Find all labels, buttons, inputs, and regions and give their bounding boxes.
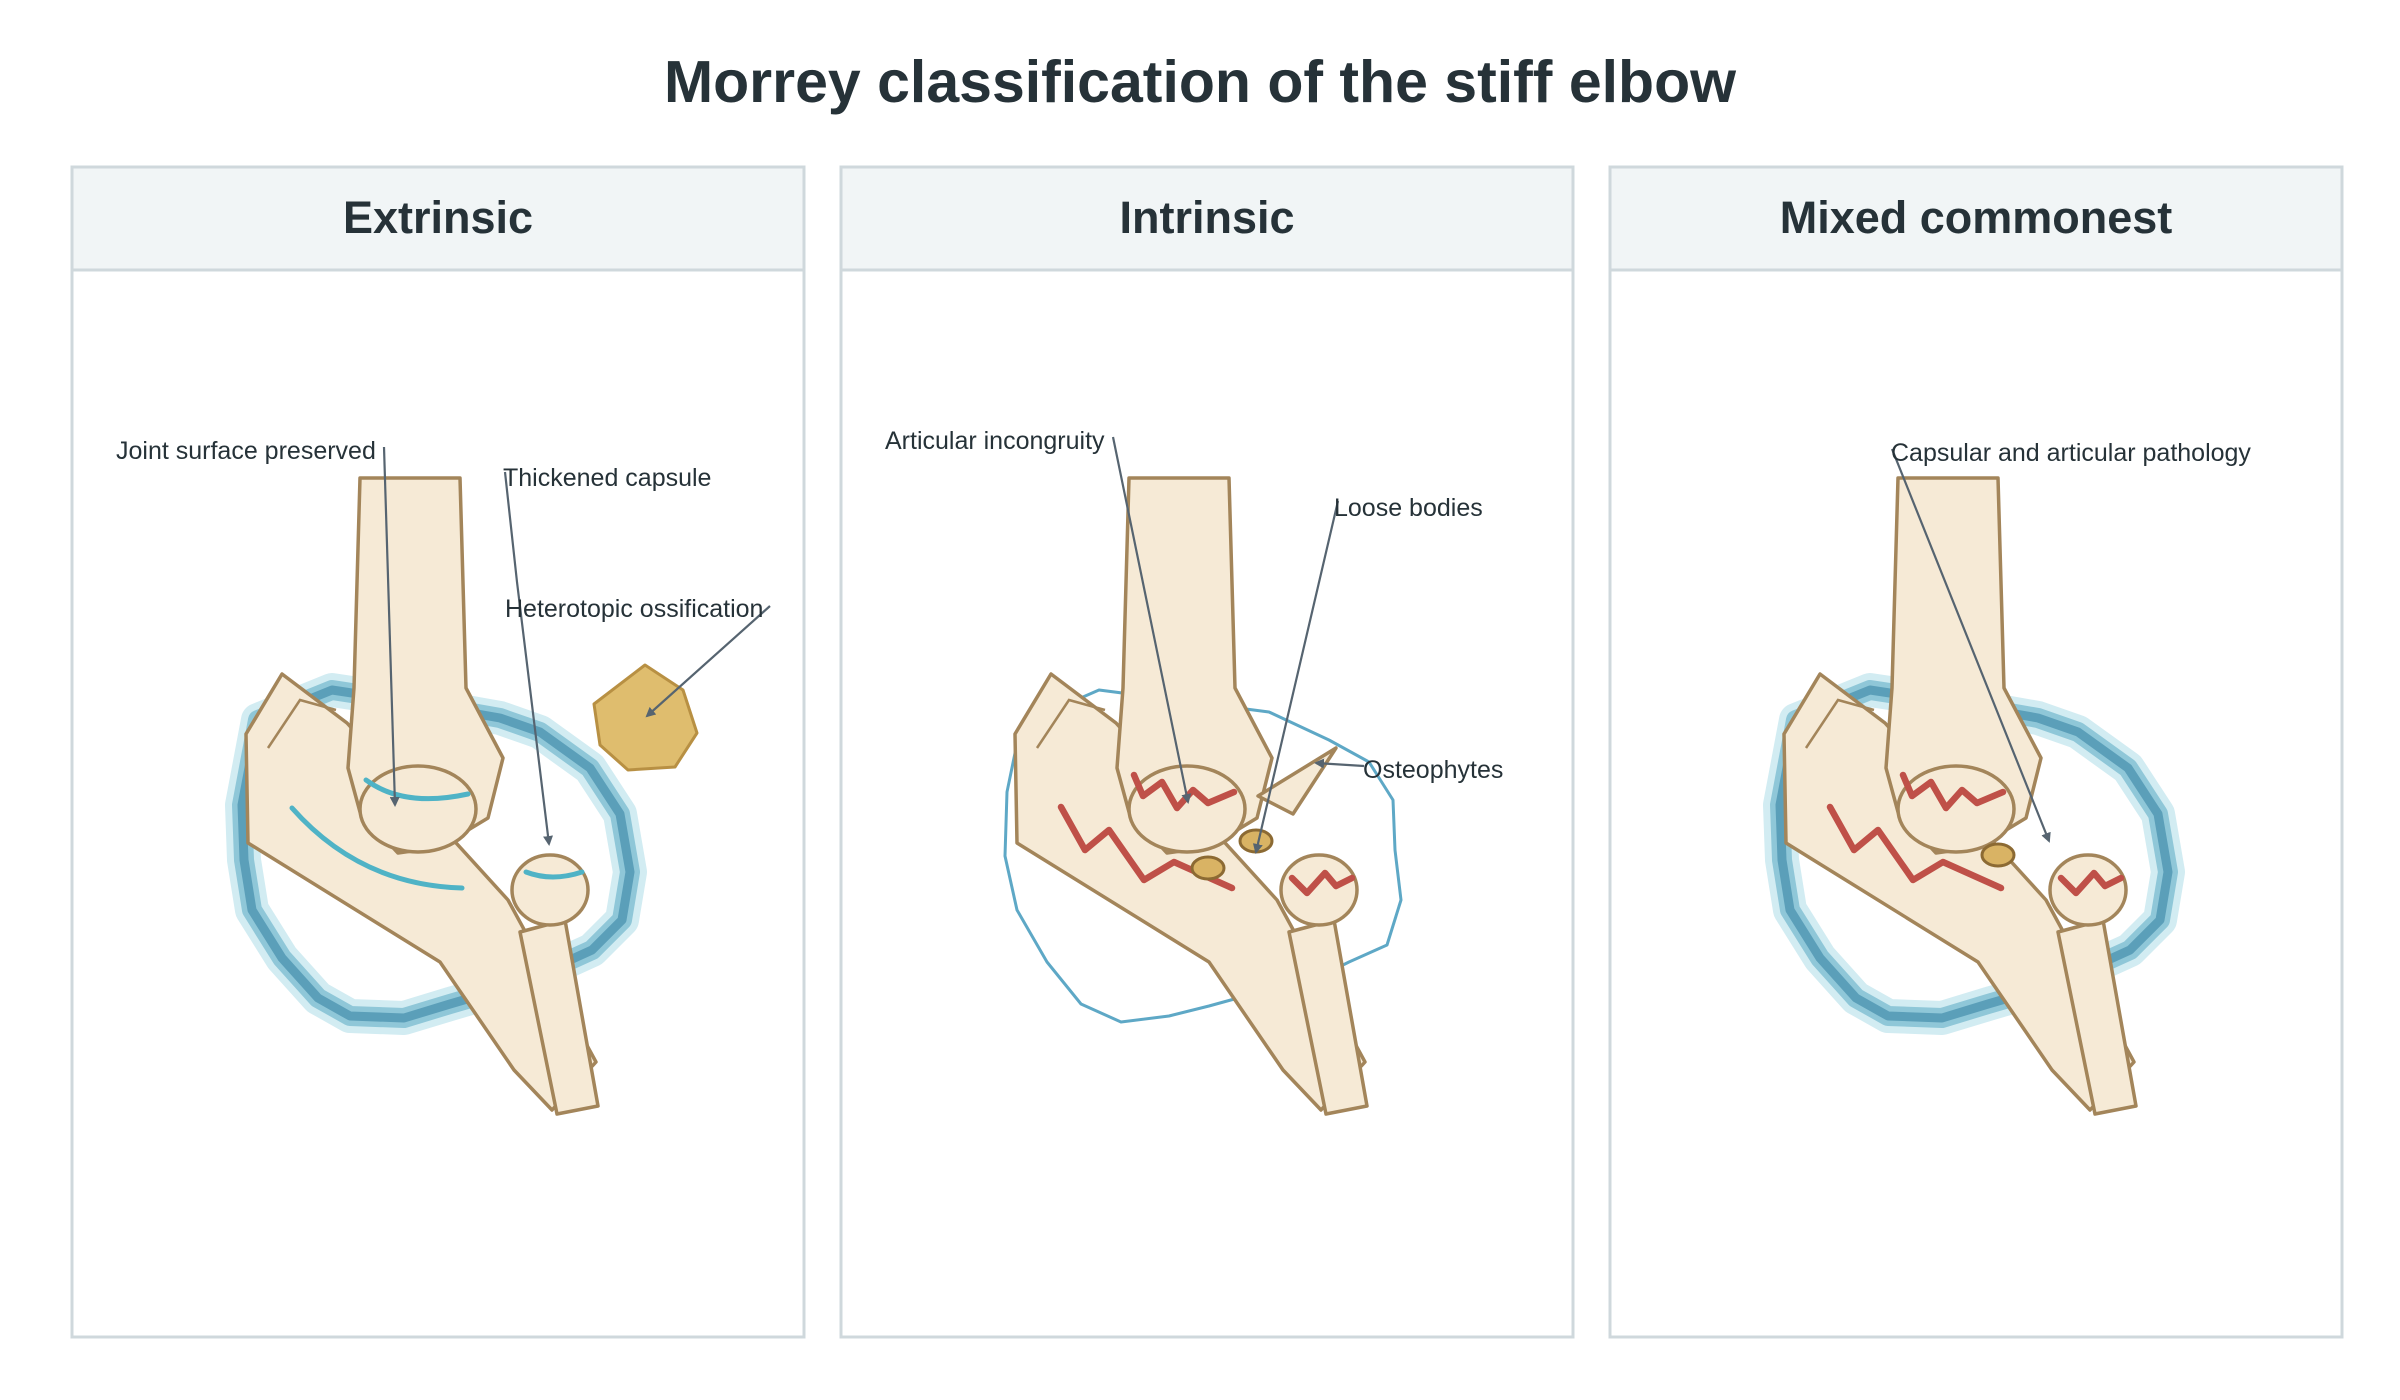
ulnar-articular-damage: [1057, 803, 1236, 892]
radial-head-cartilage: [523, 869, 585, 880]
panel-header: [1608, 165, 2344, 272]
trochlea-cartilage: [363, 777, 471, 802]
leader-incongruity: [1111, 436, 1192, 804]
label-loose-bodies: Loose bodies: [1334, 494, 1483, 522]
heterotopic-ossification: [592, 663, 699, 772]
radial-head-damage: [1288, 869, 1356, 897]
loose-body-2: [1190, 855, 1226, 881]
label-joint-surface: Joint surface preserved: [116, 437, 376, 465]
panel-extrinsic: Extrinsic Joint surface preserved Thicke…: [70, 165, 806, 1339]
label-heterotopic-ossification: Heterotopic ossification: [505, 595, 763, 623]
panel-title: Extrinsic: [343, 192, 533, 243]
label-thickened-capsule: Thickened capsule: [503, 464, 711, 492]
loose-body: [1980, 842, 2016, 868]
panel-header: [839, 165, 1575, 272]
ulna-cartilage: [289, 805, 465, 891]
leader-loose-bodies: [1252, 500, 1340, 854]
panel-mixed: Mixed commonest Capsular and articular p…: [1608, 165, 2344, 1339]
label-osteophytes: Osteophytes: [1363, 756, 1503, 784]
page-title: Morrey classification of the stiff elbow: [663, 49, 1737, 115]
label-capsular-articular-pathology: Capsular and articular pathology: [1891, 439, 2251, 467]
ulnar-articular-damage: [1826, 803, 2005, 892]
panel-header: [70, 165, 806, 272]
panel-title: Intrinsic: [1119, 192, 1294, 243]
trochlear-articular-damage: [1130, 771, 1238, 812]
panel-title: Mixed commonest: [1780, 192, 2173, 243]
leader-pathology: [1890, 448, 2051, 843]
leader-joint-surface: [382, 446, 400, 807]
leader-ho: [645, 605, 771, 718]
label-articular-incongruity: Articular incongruity: [885, 427, 1105, 455]
leader-capsule: [503, 471, 553, 846]
radial-head-damage: [2057, 869, 2125, 897]
trochlear-articular-damage: [1899, 771, 2007, 812]
leader-osteophytes: [1314, 758, 1365, 769]
panel-intrinsic: Intrinsic Articular incongruity Loose bo…: [839, 165, 1575, 1339]
